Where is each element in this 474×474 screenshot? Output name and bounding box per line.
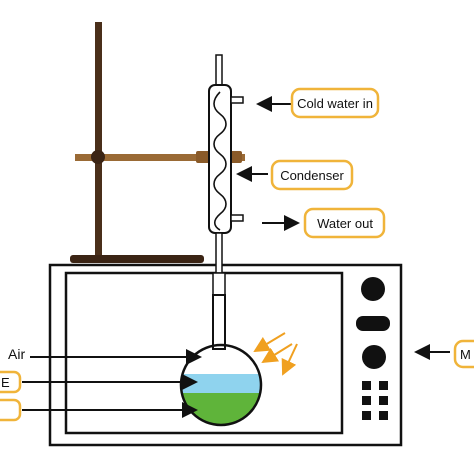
air-text: Air bbox=[8, 346, 25, 362]
label-cold-water-in: Cold water in bbox=[256, 87, 380, 119]
flask-neck bbox=[212, 294, 226, 350]
label-right-box: M bbox=[414, 339, 474, 369]
arrow-icon bbox=[253, 332, 286, 353]
stand-rod bbox=[95, 22, 102, 262]
label-condenser: Condenser bbox=[236, 159, 354, 191]
water-layer bbox=[181, 374, 261, 393]
condenser-jacket bbox=[208, 84, 232, 234]
microwave-radiation-arrows bbox=[253, 332, 298, 376]
oven-knob-bottom bbox=[362, 345, 386, 369]
clamp-arm bbox=[75, 154, 245, 161]
label-water-out: Water out bbox=[262, 207, 386, 239]
oven-knob-top bbox=[361, 277, 385, 301]
water-out-text: Water out bbox=[317, 216, 373, 231]
arrow-icon bbox=[281, 343, 298, 376]
oven-display bbox=[356, 316, 390, 331]
left-box-1-text: E bbox=[1, 375, 10, 390]
arrow-icon bbox=[261, 343, 293, 364]
condenser-coil bbox=[213, 91, 227, 231]
stand-base bbox=[70, 255, 204, 263]
right-box-text: M bbox=[460, 347, 471, 362]
condenser-text: Condenser bbox=[280, 168, 344, 183]
label-left-box-1: E bbox=[0, 370, 198, 394]
label-air: Air bbox=[8, 346, 202, 365]
cold-water-in-text: Cold water in bbox=[297, 96, 373, 111]
clamp-boss bbox=[91, 150, 105, 164]
inlet-tube bbox=[230, 96, 244, 104]
outlet-tube bbox=[230, 214, 244, 222]
flask-body bbox=[179, 343, 263, 427]
condenser-icon bbox=[208, 54, 244, 296]
label-left-box-2 bbox=[0, 398, 198, 422]
tube-through-oven bbox=[212, 272, 226, 296]
condenser-bottom-tube bbox=[215, 232, 223, 274]
